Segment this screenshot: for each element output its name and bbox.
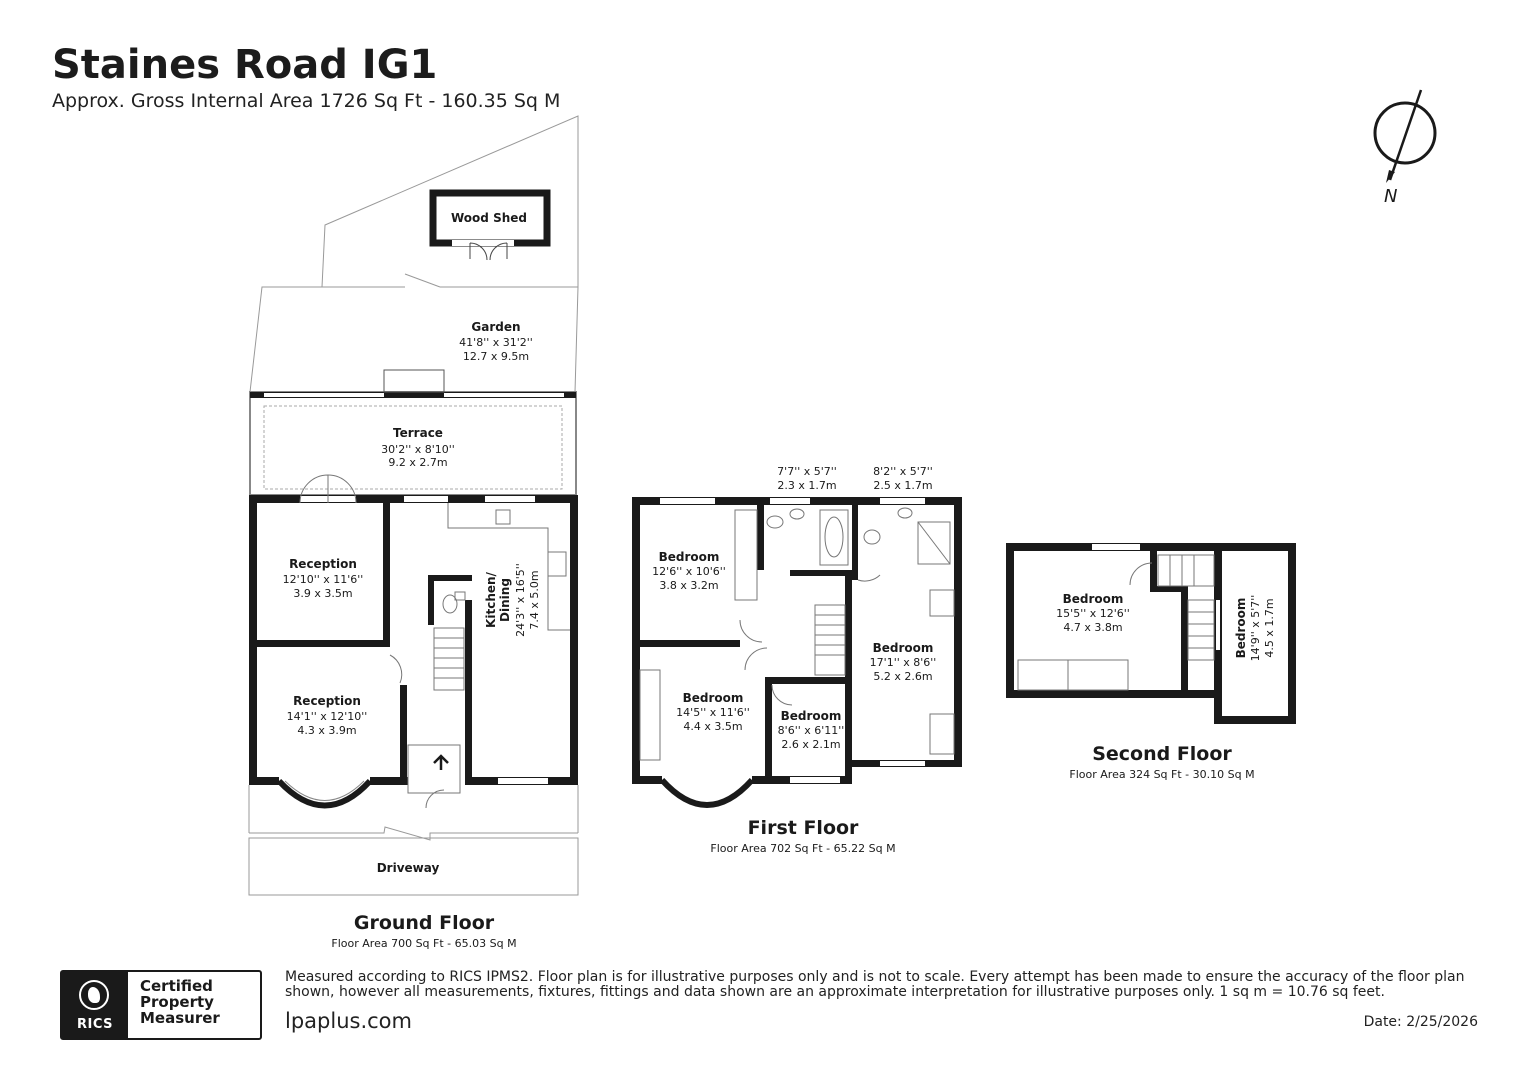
- reception-rear-dims-metric: 3.9 x 3.5m: [293, 587, 352, 600]
- ff-bedroom-small-label: Bedroom: [781, 709, 842, 723]
- rics-org-label: RICS: [77, 1017, 113, 1032]
- kitchen-label-line1: Kitchen/: [484, 571, 498, 627]
- north-arrow-icon: [1373, 89, 1437, 183]
- wc-dims-metric: 2.3 x 1.7m: [777, 479, 836, 492]
- kitchen-counter: [447, 503, 570, 631]
- reception-front-label: Reception: [293, 694, 361, 708]
- garden-dims-metric: 12.7 x 9.5m: [463, 350, 529, 363]
- ff-bedroom-front-left-imperial: 14'5'' x 11'6'': [676, 706, 750, 719]
- disclaimer-text: Measured according to RICS IPMS2. Floor …: [285, 969, 1465, 1000]
- second-floor-area: Floor Area 324 Sq Ft - 30.10 Sq M: [1069, 768, 1254, 781]
- terrace-dims-metric: 9.2 x 2.7m: [388, 456, 447, 469]
- sf-bedroom-side-metric: 4.5 x 1.7m: [1263, 598, 1276, 657]
- entrance-porch: [407, 744, 461, 809]
- kitchen-label-line2: Dining: [498, 578, 512, 622]
- badge-line3: Measurer: [140, 1009, 220, 1027]
- first-floor-bay-window: [659, 777, 755, 808]
- ground-floor-walls: [249, 495, 578, 785]
- kitchen-dims-metric: 7.4 x 5.0m: [528, 570, 541, 629]
- badge-line2: Property: [140, 993, 214, 1011]
- first-floor-fixtures: [639, 507, 955, 761]
- ff-bedroom-small-imperial: 8'6'' x 6'11'': [778, 724, 845, 737]
- bay-window: [276, 778, 373, 809]
- first-floor-title: First Floor: [748, 817, 859, 839]
- sf-bedroom-main-metric: 4.7 x 3.8m: [1063, 621, 1122, 634]
- rics-certified-badge: RICS Certified Property Measurer: [60, 970, 262, 1040]
- second-floor-title: Second Floor: [1092, 743, 1232, 765]
- sf-bedroom-side-imperial: 14'9'' x 5'7'': [1249, 595, 1262, 662]
- reception-rear-dims-imperial: 12'10'' x 11'6'': [283, 573, 364, 586]
- ground-floor-area: Floor Area 700 Sq Ft - 65.03 Sq M: [331, 937, 516, 950]
- ff-bedroom-rear-left-metric: 3.8 x 3.2m: [659, 579, 718, 592]
- rics-lion-icon: [79, 980, 109, 1010]
- rics-seal-icon: RICS: [62, 972, 128, 1038]
- reception-front-dims-imperial: 14'1'' x 12'10'': [287, 710, 368, 723]
- garden-label: Garden: [471, 320, 520, 334]
- garden-outline: [249, 115, 579, 393]
- sf-bedroom-main-label: Bedroom: [1063, 592, 1124, 606]
- kitchen-dims-imperial: 24'3'' x 16'5'': [514, 563, 527, 637]
- ff-bedroom-small-metric: 2.6 x 2.1m: [781, 738, 840, 751]
- ff-bedroom-right-label: Bedroom: [873, 641, 934, 655]
- sf-bedroom-side-label: Bedroom: [1234, 598, 1248, 659]
- first-floor-area: Floor Area 702 Sq Ft - 65.22 Sq M: [710, 842, 895, 855]
- terrace-dims-imperial: 30'2'' x 8'10'': [381, 443, 455, 456]
- reception-front-dims-metric: 4.3 x 3.9m: [297, 724, 356, 737]
- first-floor-openings: [660, 498, 925, 783]
- ff-bedroom-rear-left-imperial: 12'6'' x 10'6'': [652, 565, 726, 578]
- ground-wc: [442, 591, 466, 614]
- shower-dims-imperial: 8'2'' x 5'7'': [873, 465, 933, 478]
- shower-dims-metric: 2.5 x 1.7m: [873, 479, 932, 492]
- driveway-outline: [248, 785, 579, 896]
- page-title: Staines Road IG1: [52, 42, 438, 88]
- second-floor-fixtures: [1017, 554, 1215, 691]
- gross-area-subtitle: Approx. Gross Internal Area 1726 Sq Ft -…: [52, 90, 561, 112]
- ff-bedroom-front-left-metric: 4.4 x 3.5m: [683, 720, 742, 733]
- website-link[interactable]: lpaplus.com: [285, 1009, 412, 1033]
- plan-date: Date: 2/25/2026: [1363, 1014, 1478, 1030]
- ground-floor-title: Ground Floor: [354, 912, 495, 934]
- garden-dims-imperial: 41'8'' x 31'2'': [459, 336, 533, 349]
- ff-bedroom-right-metric: 5.2 x 2.6m: [873, 670, 932, 683]
- north-label: N: [1384, 186, 1397, 207]
- terrace-label: Terrace: [393, 426, 443, 440]
- second-floor-openings: [1092, 544, 1220, 650]
- sf-bedroom-main-imperial: 15'5'' x 12'6'': [1056, 607, 1130, 620]
- wc-dims-imperial: 7'7'' x 5'7'': [777, 465, 837, 478]
- badge-text: Certified Property Measurer: [128, 972, 220, 1038]
- ground-floor-doors: [299, 474, 403, 684]
- badge-line1: Certified: [140, 977, 213, 995]
- ff-bedroom-right-imperial: 17'1'' x 8'6'': [870, 656, 937, 669]
- ground-floor-stairs: [433, 627, 465, 691]
- wood-shed-walls: [429, 189, 551, 261]
- driveway-label: Driveway: [377, 861, 440, 875]
- reception-rear-label: Reception: [289, 557, 357, 571]
- ff-bedroom-rear-left-label: Bedroom: [659, 550, 720, 564]
- ff-bedroom-front-left-label: Bedroom: [683, 691, 744, 705]
- wood-shed-label: Wood Shed: [451, 211, 527, 225]
